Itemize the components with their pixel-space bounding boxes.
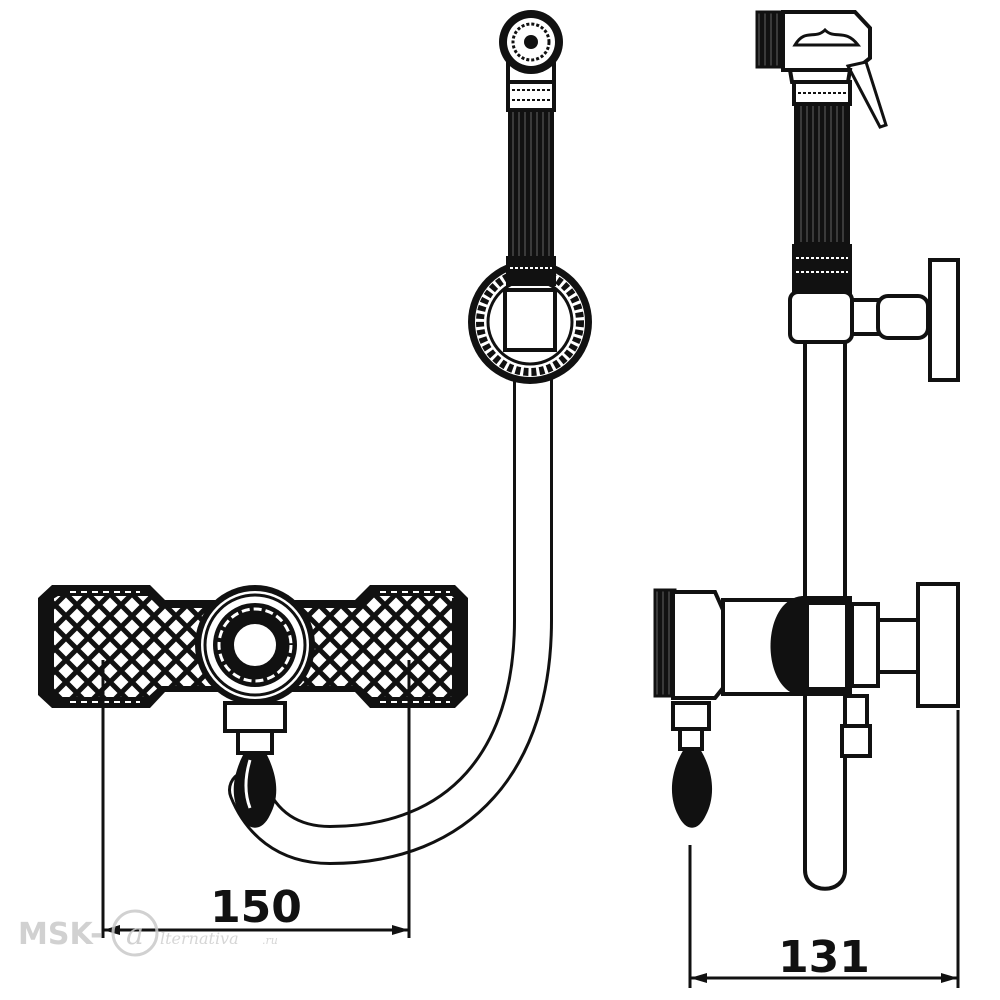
dimension-depth: 131 <box>688 710 960 988</box>
watermark-domain: .ru <box>262 934 278 947</box>
front-hose-inner <box>231 283 550 863</box>
watermark-suffix: lternativa <box>160 929 239 948</box>
dimension-depth-label: 131 <box>778 932 870 983</box>
front-lever-handle <box>223 701 287 828</box>
side-hand-shower <box>755 10 960 382</box>
front-hand-shower <box>499 10 563 286</box>
mixer-center-cartridge <box>195 585 315 705</box>
dimension-width-label: 150 <box>210 882 302 933</box>
side-mixer <box>653 582 960 828</box>
watermark-logo: MSK- a lternativa .ru <box>18 909 278 957</box>
front-view: 150 <box>38 10 592 938</box>
side-view: 131 <box>653 10 960 988</box>
watermark-prefix: MSK- <box>18 917 103 952</box>
svg-text:a: a <box>126 917 144 952</box>
dimension-width: 150 <box>101 660 411 938</box>
